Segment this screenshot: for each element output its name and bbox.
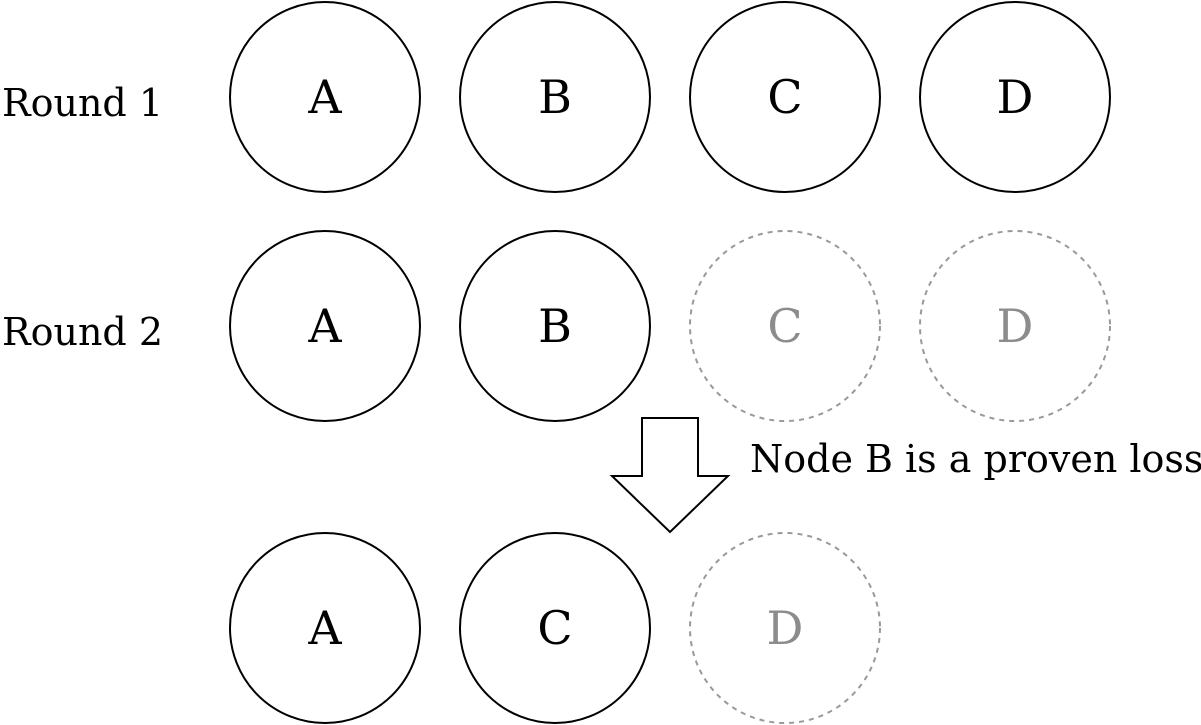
node-letter: A bbox=[307, 70, 342, 124]
node-circle bbox=[229, 230, 421, 422]
node-c-row-2: C bbox=[689, 230, 881, 422]
node-circle bbox=[459, 230, 651, 422]
nodes-layer: A B C D A B C D A C D bbox=[229, 1, 1111, 724]
node-b-row-2: B bbox=[459, 230, 651, 422]
node-circle bbox=[689, 230, 881, 422]
node-letter: D bbox=[767, 601, 804, 655]
node-a-row-3: A bbox=[229, 532, 421, 724]
node-letter: D bbox=[997, 70, 1034, 124]
node-circle bbox=[919, 1, 1111, 193]
transition-label: Node B is a proven loss bbox=[750, 437, 1201, 481]
node-circle bbox=[459, 1, 651, 193]
node-circle bbox=[689, 532, 881, 724]
node-c-row-1: C bbox=[689, 1, 881, 193]
node-circle bbox=[689, 1, 881, 193]
node-d-row-3: D bbox=[689, 532, 881, 724]
node-letter: A bbox=[307, 601, 342, 655]
node-circle bbox=[919, 230, 1111, 422]
node-circle bbox=[229, 532, 421, 724]
node-circle bbox=[229, 1, 421, 193]
node-letter: B bbox=[538, 70, 572, 124]
node-a-row-1: A bbox=[229, 1, 421, 193]
node-b-row-1: B bbox=[459, 1, 651, 193]
row-label-round-1: Round 1 bbox=[2, 81, 163, 125]
node-letter: D bbox=[997, 299, 1034, 353]
node-letter: C bbox=[767, 299, 802, 353]
node-letter: C bbox=[537, 601, 572, 655]
node-c-row-3: C bbox=[459, 532, 651, 724]
down-arrow-icon bbox=[609, 417, 731, 534]
node-circle bbox=[459, 532, 651, 724]
node-d-row-2: D bbox=[919, 230, 1111, 422]
node-letter: C bbox=[767, 70, 802, 124]
node-d-row-1: D bbox=[919, 1, 1111, 193]
row-label-round-2: Round 2 bbox=[2, 310, 163, 354]
node-letter: A bbox=[307, 299, 342, 353]
node-a-row-2: A bbox=[229, 230, 421, 422]
node-letter: B bbox=[538, 299, 572, 353]
